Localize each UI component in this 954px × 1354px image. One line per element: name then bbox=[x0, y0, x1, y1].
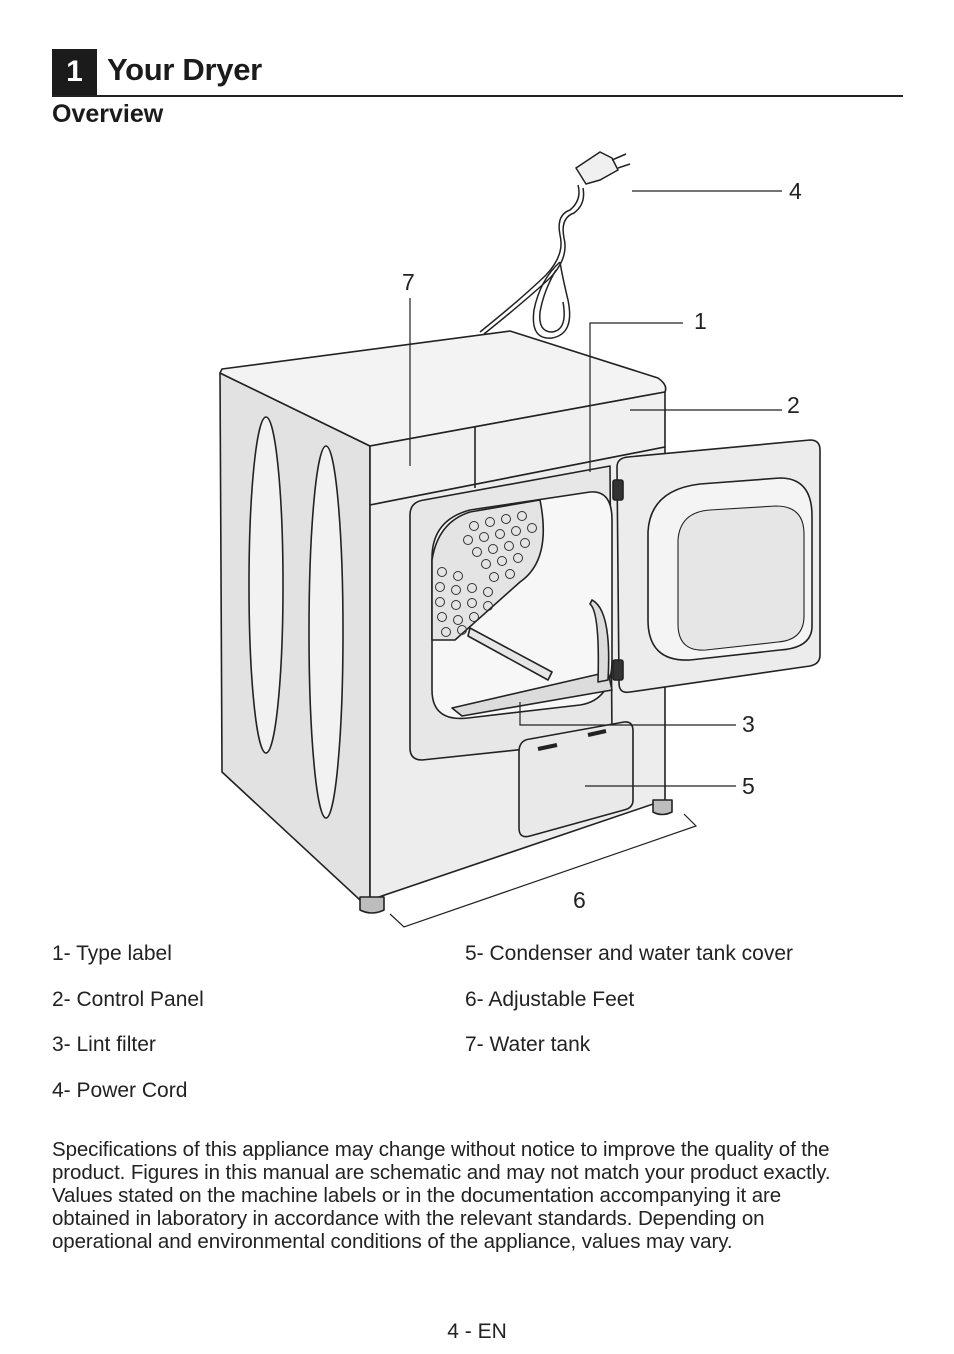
chapter-title: Your Dryer bbox=[107, 52, 262, 87]
power-cord bbox=[479, 151, 631, 339]
perforation-holes bbox=[435, 511, 537, 637]
note-line: product. Figures in this manual are sche… bbox=[52, 1161, 831, 1184]
callout-number-1: 1 bbox=[694, 308, 707, 334]
callout-number-6: 6 bbox=[573, 887, 586, 913]
callout-number-4: 4 bbox=[789, 178, 802, 204]
condenser-cover bbox=[518, 721, 634, 838]
side-panel-oval-1 bbox=[248, 416, 284, 754]
adjustable-foot-front bbox=[359, 896, 385, 914]
legend-item-water-tank: 7- Water tank bbox=[465, 1033, 591, 1056]
legend-item-type-label: 1- Type label bbox=[52, 942, 172, 965]
legend-left-column: 1- Type label 2- Control Panel 3- Lint f… bbox=[52, 940, 204, 1122]
specifications-note: Specifications of this appliance may cha… bbox=[52, 1138, 912, 1253]
dryer-side-panel bbox=[219, 372, 371, 901]
power-plug bbox=[574, 151, 619, 185]
chapter-number: 1 bbox=[52, 49, 97, 95]
callout-number-2: 2 bbox=[787, 392, 800, 418]
section-title: Overview bbox=[52, 100, 164, 128]
note-line: operational and environmental conditions… bbox=[52, 1230, 733, 1253]
note-line: Values stated on the machine labels or i… bbox=[52, 1184, 782, 1207]
legend-item-condenser-cover: 5- Condenser and water tank cover bbox=[465, 942, 794, 965]
callout-leader-lines bbox=[389, 190, 782, 928]
dryer-illustration: 4 7 1 2 3 5 6 bbox=[219, 151, 821, 928]
legend-item-control-panel: 2- Control Panel bbox=[52, 987, 204, 1011]
door-hinge-top bbox=[612, 479, 624, 501]
callout-number-7: 7 bbox=[402, 269, 415, 295]
adjustable-foot-right bbox=[652, 799, 673, 816]
legend-right-column: 5- Condenser and water tank cover 6- Adj… bbox=[465, 940, 793, 1077]
note-line: obtained in laboratory in accordance wit… bbox=[52, 1207, 765, 1230]
callout-number-5: 5 bbox=[742, 773, 755, 799]
lint-filter bbox=[451, 671, 613, 717]
legend-item-adjustable-feet: 6- Adjustable Feet bbox=[465, 987, 635, 1011]
callout-number-3: 3 bbox=[742, 711, 755, 737]
chapter-header: 1 Your Dryer bbox=[52, 49, 903, 97]
legend-item-power-cord: 4- Power Cord bbox=[52, 1078, 188, 1102]
door-window-inner bbox=[677, 505, 805, 651]
legend-item-lint-filter: 3- Lint filter bbox=[52, 1033, 156, 1056]
note-line: Specifications of this appliance may cha… bbox=[52, 1138, 830, 1161]
page-number: 4 - EN bbox=[447, 1320, 507, 1343]
side-panel-oval-2 bbox=[308, 445, 344, 819]
door-hinge-bottom bbox=[612, 659, 624, 681]
